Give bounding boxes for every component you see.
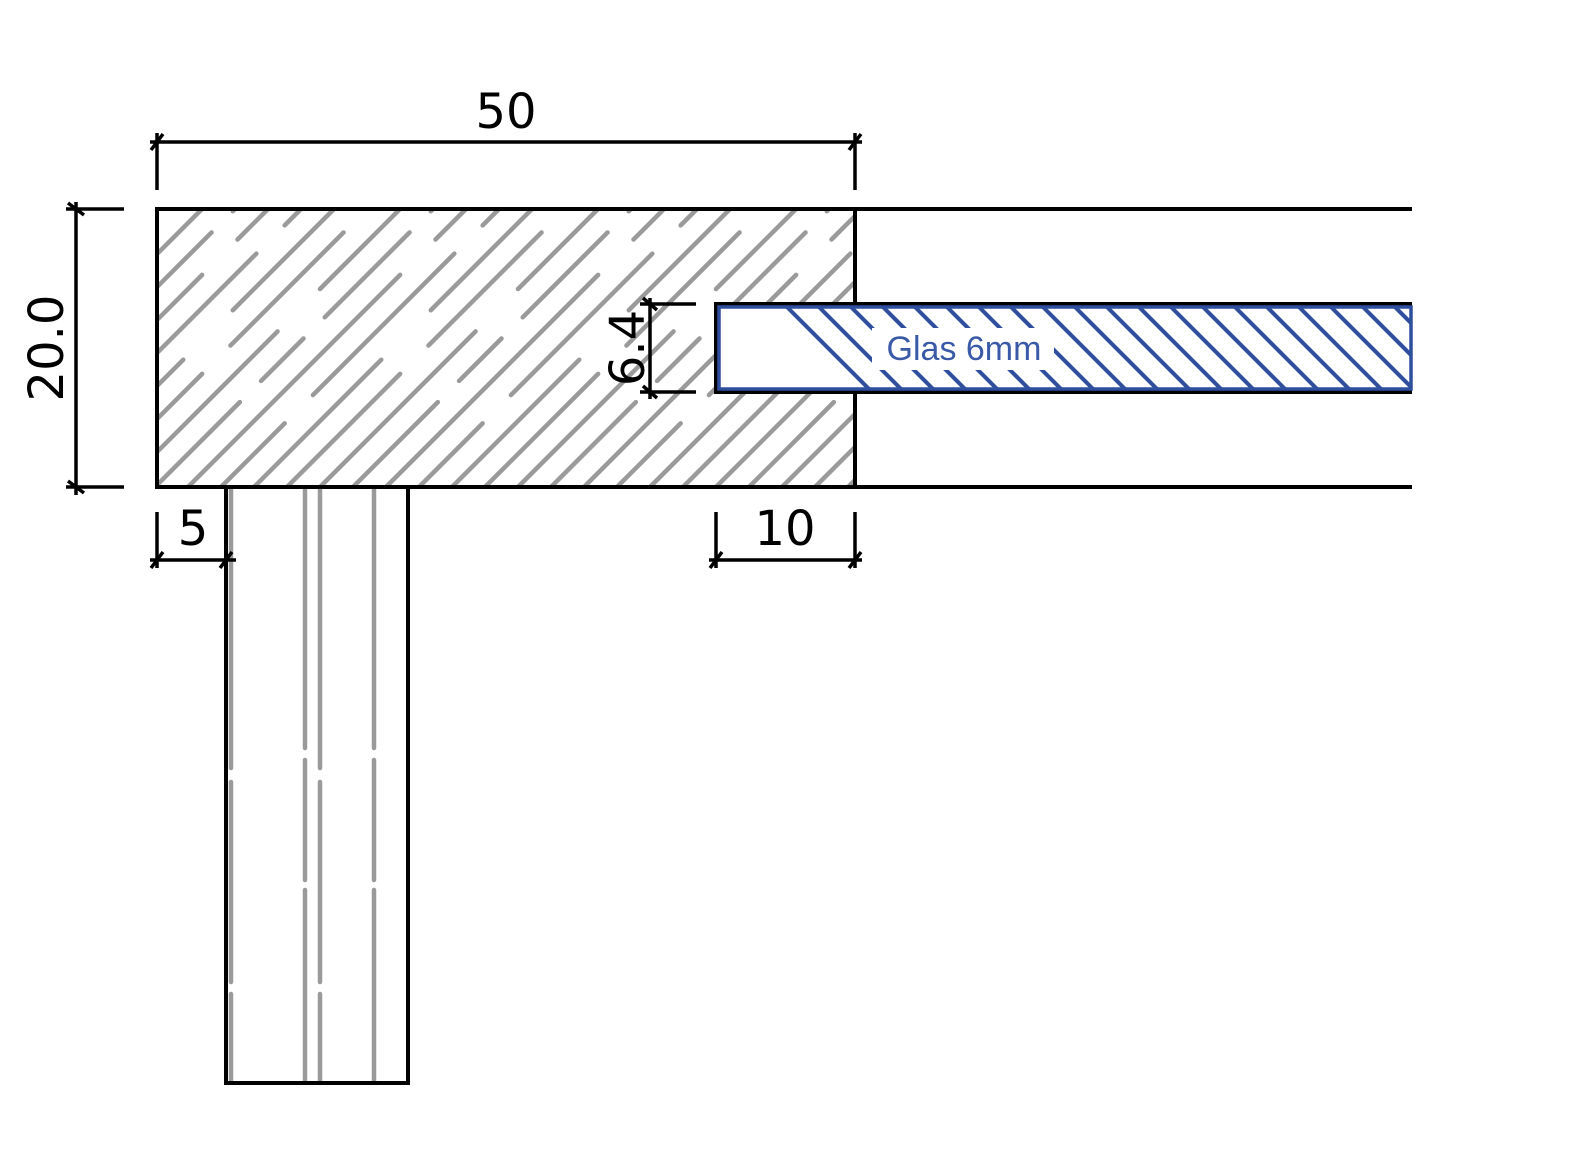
glass-hatch-line bbox=[1168, 306, 1258, 391]
glass-hatch-line bbox=[1554, 306, 1576, 392]
glass-label: Glas 6mm bbox=[887, 330, 1042, 368]
glass-hatch-line bbox=[1104, 306, 1194, 391]
frame-grain-line bbox=[647, 209, 855, 487]
glass-hatch-line bbox=[1426, 306, 1512, 392]
glass-hatch-line bbox=[1360, 306, 1412, 359]
frame-grain-line bbox=[157, 209, 436, 487]
glass-hatch-line bbox=[1072, 306, 1162, 391]
glass-hatch-line bbox=[1490, 306, 1576, 392]
glass-hatch-line bbox=[1232, 306, 1322, 391]
frame-grain-line bbox=[157, 209, 403, 487]
frame-grain-line bbox=[0, 209, 4, 487]
dimension-post-offset: 5 bbox=[149, 501, 236, 570]
frame-grain-line bbox=[218, 209, 502, 487]
frame-grain-line bbox=[157, 209, 304, 487]
frame-grain-line bbox=[746, 209, 855, 487]
dimension-glass-height-label: 6.4 bbox=[600, 310, 656, 386]
frame-wood-hatch bbox=[0, 209, 855, 487]
glass-pane-border bbox=[717, 305, 1413, 391]
frame-grain-line bbox=[482, 209, 766, 487]
frame-grain-line bbox=[350, 209, 634, 487]
frame-grain-line bbox=[416, 209, 700, 487]
glass-hatch-line bbox=[784, 306, 874, 391]
frame-grain-line bbox=[284, 209, 568, 487]
dimension-rebate-depth-label: 10 bbox=[754, 501, 815, 557]
dimension-width-top-label: 50 bbox=[475, 84, 536, 140]
glass-hatch-line bbox=[1264, 306, 1354, 391]
frame-grain-line bbox=[157, 209, 370, 487]
glass-hatch-line bbox=[1392, 306, 1412, 327]
frame-grain-line bbox=[157, 209, 238, 487]
frame-grain-line bbox=[383, 209, 667, 487]
dimension-rebate-depth: 10 bbox=[708, 501, 863, 570]
dimension-width-top: 50 bbox=[149, 84, 863, 190]
frame-grain-line bbox=[680, 209, 855, 487]
frame-grain-line bbox=[185, 209, 469, 487]
frame-grain-line bbox=[548, 209, 832, 487]
dimension-height-left: 20.0 bbox=[19, 201, 124, 495]
glass-hatch-line bbox=[1296, 306, 1386, 391]
glass-hatch-line bbox=[1040, 306, 1130, 391]
frame-grain-line bbox=[449, 209, 733, 487]
glass-hatch-line bbox=[1328, 306, 1412, 391]
frame-grain-line bbox=[251, 209, 535, 487]
glass-hatch-line bbox=[1522, 306, 1576, 392]
dimension-height-left-label: 20.0 bbox=[19, 295, 75, 402]
frame-grain-line bbox=[515, 209, 799, 487]
frame-grain-line bbox=[157, 209, 337, 487]
glass-label-background bbox=[872, 328, 1054, 370]
frame-grain-line bbox=[713, 209, 855, 487]
glass-hatch-line bbox=[1136, 306, 1226, 391]
glass-hatch-line bbox=[1458, 306, 1544, 392]
dimension-post-offset-label: 5 bbox=[178, 501, 209, 557]
glass-hatch-line bbox=[816, 306, 906, 391]
post-outline bbox=[224, 486, 410, 1085]
frame-grain-line bbox=[779, 209, 855, 487]
post-wood-grain bbox=[228, 488, 377, 1083]
dimension-glass-height: 6.4 bbox=[600, 296, 696, 400]
glass-hatch-line bbox=[1200, 306, 1290, 391]
frame-grain-line bbox=[317, 209, 601, 487]
